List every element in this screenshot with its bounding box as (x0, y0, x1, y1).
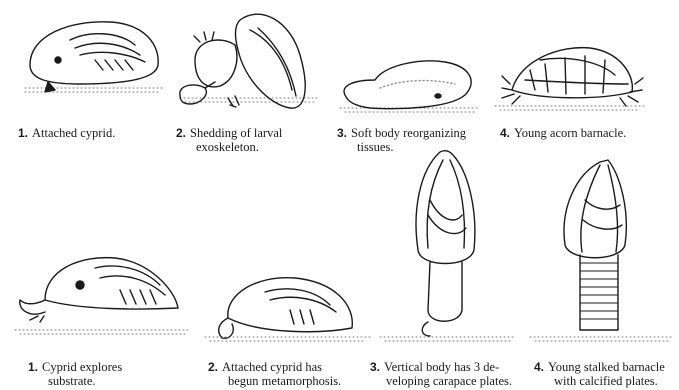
caption-bottom-2: 2.Attached cyprid has begun metamorphosi… (208, 360, 341, 388)
caption-bottom-1: 1.Cyprid explores substrate. (28, 360, 122, 388)
caption-bottom-4: 4.Young stalked barnacle with calcified … (534, 360, 665, 388)
substrate-top-row (25, 88, 645, 112)
exploring-cyprid-drawing (20, 258, 178, 322)
molting-cyprid-drawing (180, 14, 305, 108)
caption-top-1: 1.Attached cyprid. (18, 126, 115, 140)
attached-cyprid-drawing (30, 22, 158, 92)
caption-bottom-3: 3.Vertical body has 3 de- veloping carap… (370, 360, 512, 388)
vertical-body-drawing (416, 151, 475, 336)
soft-body-drawing (344, 61, 471, 109)
acorn-barnacle-drawing (502, 48, 643, 106)
caption-top-2: 2.Shedding of larval exoskeleton. (176, 126, 282, 154)
substrate-bottom-row (15, 330, 672, 341)
caption-top-3: 3.Soft body reorganizing tissues. (337, 126, 466, 154)
stalked-barnacle-drawing (564, 160, 626, 330)
caption-top-4: 4.Young acorn barnacle. (500, 126, 626, 140)
metamorphosing-cyprid-drawing (219, 278, 353, 339)
